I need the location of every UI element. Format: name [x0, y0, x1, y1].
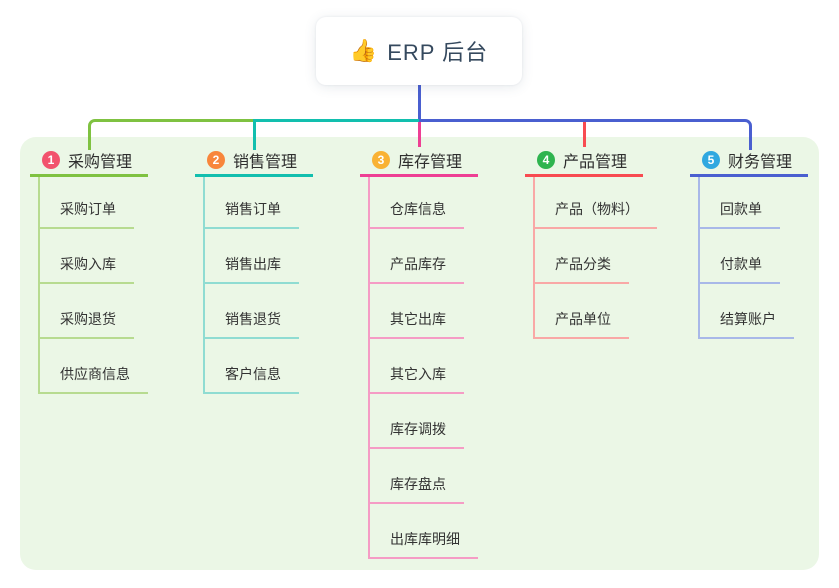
root-node[interactable]: 👍 ERP 后台 — [316, 17, 522, 85]
product-drop-line — [583, 122, 586, 147]
root-stem-line — [418, 85, 421, 122]
child-node[interactable]: 其它出库 — [370, 309, 464, 339]
child-node[interactable]: 产品库存 — [370, 254, 464, 284]
child-node[interactable]: 出库库明细 — [370, 529, 478, 559]
child-node[interactable]: 结算账户 — [700, 309, 794, 339]
child-node[interactable]: 库存盘点 — [370, 474, 464, 504]
child-node[interactable]: 采购入库 — [40, 254, 134, 284]
child-row: 结算账户 — [700, 284, 808, 339]
bus-green-connector — [88, 119, 254, 150]
child-node[interactable]: 采购退货 — [40, 309, 134, 339]
branch-finance: 5 财务管理 回款单 付款单 结算账户 — [690, 146, 808, 339]
branch-label: 财务管理 — [728, 154, 793, 171]
branch-inventory: 3 库存管理 仓库信息 产品库存 其它出库 其它入库 库存调拨 库存盘点 出库库… — [360, 146, 478, 559]
child-row: 出库库明细 — [370, 504, 478, 559]
child-row: 采购订单 — [40, 177, 148, 229]
child-row: 产品单位 — [535, 284, 643, 339]
child-row: 产品分类 — [535, 229, 643, 284]
branch-number-badge: 1 — [42, 151, 60, 169]
child-row: 付款单 — [700, 229, 808, 284]
branch-purchase-children: 采购订单 采购入库 采购退货 供应商信息 — [38, 177, 148, 394]
child-node[interactable]: 仓库信息 — [370, 199, 464, 229]
child-node[interactable]: 库存调拨 — [370, 419, 464, 449]
child-node[interactable]: 回款单 — [700, 199, 780, 229]
child-row: 产品库存 — [370, 229, 478, 284]
child-row: 客户信息 — [205, 339, 313, 394]
child-row: 销售订单 — [205, 177, 313, 229]
child-node[interactable]: 销售出库 — [205, 254, 299, 284]
branch-label: 库存管理 — [398, 154, 463, 171]
child-node[interactable]: 产品单位 — [535, 309, 629, 339]
branch-product-node[interactable]: 4 产品管理 — [525, 146, 643, 177]
inventory-drop-line — [418, 122, 421, 147]
branch-product-children: 产品（物料） 产品分类 产品单位 — [533, 177, 657, 339]
bus-blue-connector — [419, 119, 752, 150]
child-node[interactable]: 客户信息 — [205, 364, 299, 394]
branch-sales-node[interactable]: 2 销售管理 — [195, 146, 313, 177]
child-node[interactable]: 采购订单 — [40, 199, 134, 229]
branch-number-badge: 5 — [702, 151, 720, 169]
branch-finance-children: 回款单 付款单 结算账户 — [698, 177, 808, 339]
child-row: 其它入库 — [370, 339, 478, 394]
thumbs-up-icon: 👍 — [349, 38, 378, 63]
child-row: 销售退货 — [205, 284, 313, 339]
branch-product: 4 产品管理 产品（物料） 产品分类 产品单位 — [525, 146, 657, 339]
branch-sales-children: 销售订单 销售出库 销售退货 客户信息 — [203, 177, 313, 394]
child-row: 采购退货 — [40, 284, 148, 339]
branch-inventory-children: 仓库信息 产品库存 其它出库 其它入库 库存调拨 库存盘点 出库库明细 — [368, 177, 478, 559]
branch-finance-node[interactable]: 5 财务管理 — [690, 146, 808, 177]
branch-label: 销售管理 — [233, 154, 298, 171]
child-row: 仓库信息 — [370, 177, 478, 229]
branch-purchase: 1 采购管理 采购订单 采购入库 采购退货 供应商信息 — [30, 146, 148, 394]
branch-purchase-node[interactable]: 1 采购管理 — [30, 146, 148, 177]
child-row: 产品（物料） — [535, 177, 657, 229]
child-row: 其它出库 — [370, 284, 478, 339]
branch-label: 采购管理 — [68, 154, 133, 171]
child-node[interactable]: 产品（物料） — [535, 199, 657, 229]
child-row: 供应商信息 — [40, 339, 148, 394]
child-node[interactable]: 其它入库 — [370, 364, 464, 394]
child-node[interactable]: 销售退货 — [205, 309, 299, 339]
child-node[interactable]: 供应商信息 — [40, 364, 148, 394]
branch-label: 产品管理 — [563, 154, 628, 171]
child-row: 销售出库 — [205, 229, 313, 284]
branch-sales: 2 销售管理 销售订单 销售出库 销售退货 客户信息 — [195, 146, 313, 394]
child-row: 回款单 — [700, 177, 808, 229]
branch-inventory-node[interactable]: 3 库存管理 — [360, 146, 478, 177]
child-node[interactable]: 产品分类 — [535, 254, 629, 284]
branches-panel — [20, 137, 819, 570]
branch-number-badge: 3 — [372, 151, 390, 169]
child-row: 库存盘点 — [370, 449, 478, 504]
branch-number-badge: 2 — [207, 151, 225, 169]
root-node-label: ERP 后台 — [387, 40, 489, 65]
bus-teal-connector — [253, 119, 422, 150]
child-row: 库存调拨 — [370, 394, 478, 449]
child-row: 采购入库 — [40, 229, 148, 284]
child-node[interactable]: 销售订单 — [205, 199, 299, 229]
child-node[interactable]: 付款单 — [700, 254, 780, 284]
branch-number-badge: 4 — [537, 151, 555, 169]
